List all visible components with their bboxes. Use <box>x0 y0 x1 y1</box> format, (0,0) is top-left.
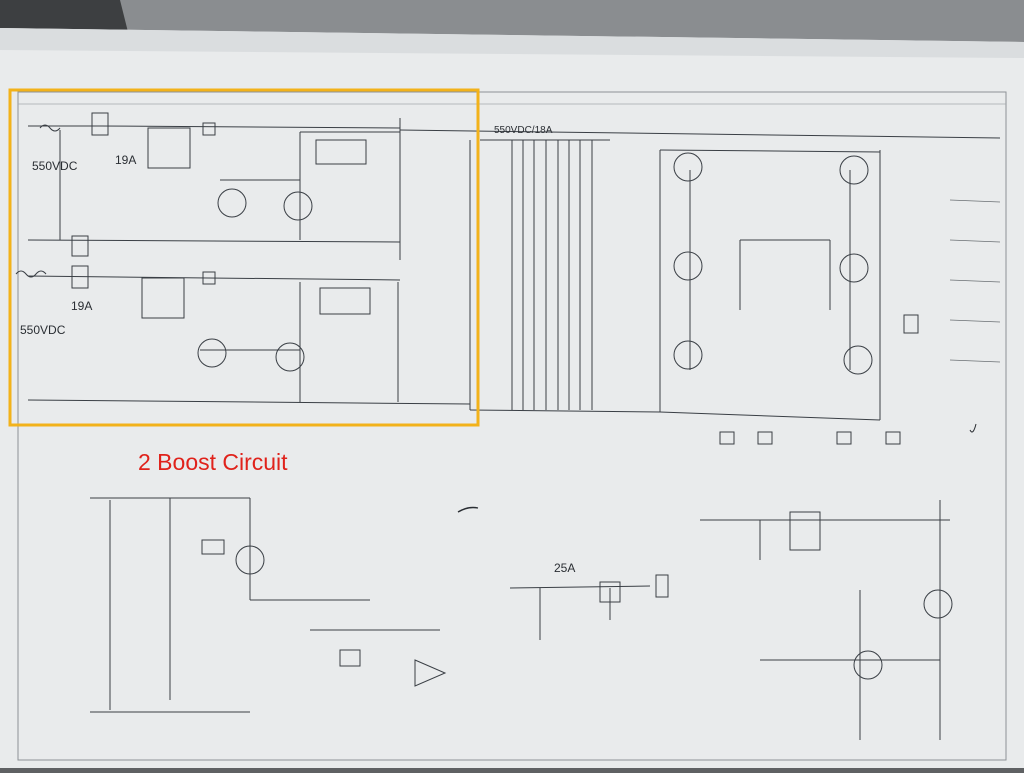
inductors-and-parts <box>15 112 919 687</box>
transistors <box>197 152 953 680</box>
bus-voltage-label: 550VDC/18A <box>494 125 553 136</box>
boost-circuit-annotation: 2 Boost Circuit <box>138 449 288 475</box>
paper-edge <box>0 28 1024 58</box>
current-sensor-label: 25A <box>554 561 576 575</box>
voltage-label-top: 550VDC <box>32 159 78 173</box>
circuit-wires <box>27 118 1001 740</box>
pen-mark <box>457 506 479 513</box>
pen-mark <box>969 423 977 433</box>
current-label-bottom: 19A <box>71 299 93 313</box>
voltage-label-bottom: 550VDC <box>20 323 66 337</box>
capacitor-bank <box>511 140 593 410</box>
right-legend-ticks <box>949 199 1001 363</box>
current-label-top: 19A <box>115 153 137 167</box>
boost-circuit-highlight-box <box>8 88 480 427</box>
